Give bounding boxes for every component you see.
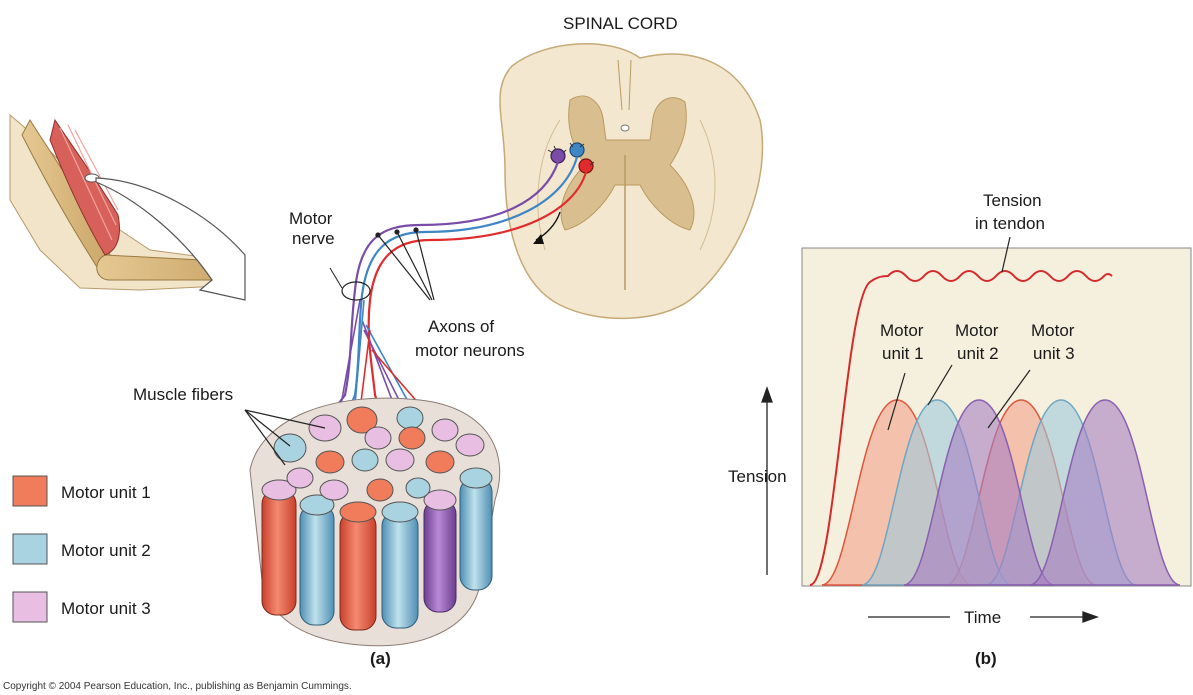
- unit-1-label-line1: Motor: [880, 321, 924, 340]
- tendon-label-line1: Tension: [983, 191, 1042, 210]
- legend-label-unit-3: Motor unit 3: [61, 599, 151, 618]
- y-axis-label: Tension: [728, 467, 787, 486]
- muscle-fibers-label: Muscle fibers: [133, 385, 233, 404]
- unit-2-label-line1: Motor: [955, 321, 999, 340]
- panel-a-label: (a): [370, 649, 391, 668]
- legend: Motor unit 1 Motor unit 2 Motor unit 3: [13, 476, 151, 622]
- muscle-fiber-bundle: [250, 398, 500, 646]
- spinal-cord-label: SPINAL CORD: [563, 14, 678, 33]
- unit-3-label-line1: Motor: [1031, 321, 1075, 340]
- arm-illustration: [10, 115, 245, 300]
- motor-nerve-label-line1: Motor: [289, 209, 333, 228]
- legend-swatch-unit-3: [13, 592, 47, 622]
- x-axis-label: Time: [964, 608, 1001, 627]
- axons-label-line1: Axons of: [428, 317, 494, 336]
- spinal-cord-section: [500, 44, 763, 319]
- axon-pointers: [376, 228, 434, 300]
- legend-label-unit-2: Motor unit 2: [61, 541, 151, 560]
- axons-label-line2: motor neurons: [415, 341, 525, 360]
- legend-swatch-unit-1: [13, 476, 47, 506]
- motor-nerve-label-line2: nerve: [292, 229, 335, 248]
- unit-3-label-line2: unit 3: [1033, 344, 1075, 363]
- motor-nerve-pointer: [330, 268, 342, 288]
- legend-label-unit-1: Motor unit 1: [61, 483, 151, 502]
- panel-b-label: (b): [975, 649, 997, 668]
- unit-2-label-line2: unit 2: [957, 344, 999, 363]
- copyright-notice: Copyright © 2004 Pearson Education, Inc.…: [3, 681, 352, 692]
- tendon-label-line2: in tendon: [975, 214, 1045, 233]
- tension-graph: [802, 237, 1191, 586]
- unit-1-label-line2: unit 1: [882, 344, 924, 363]
- legend-swatch-unit-2: [13, 534, 47, 564]
